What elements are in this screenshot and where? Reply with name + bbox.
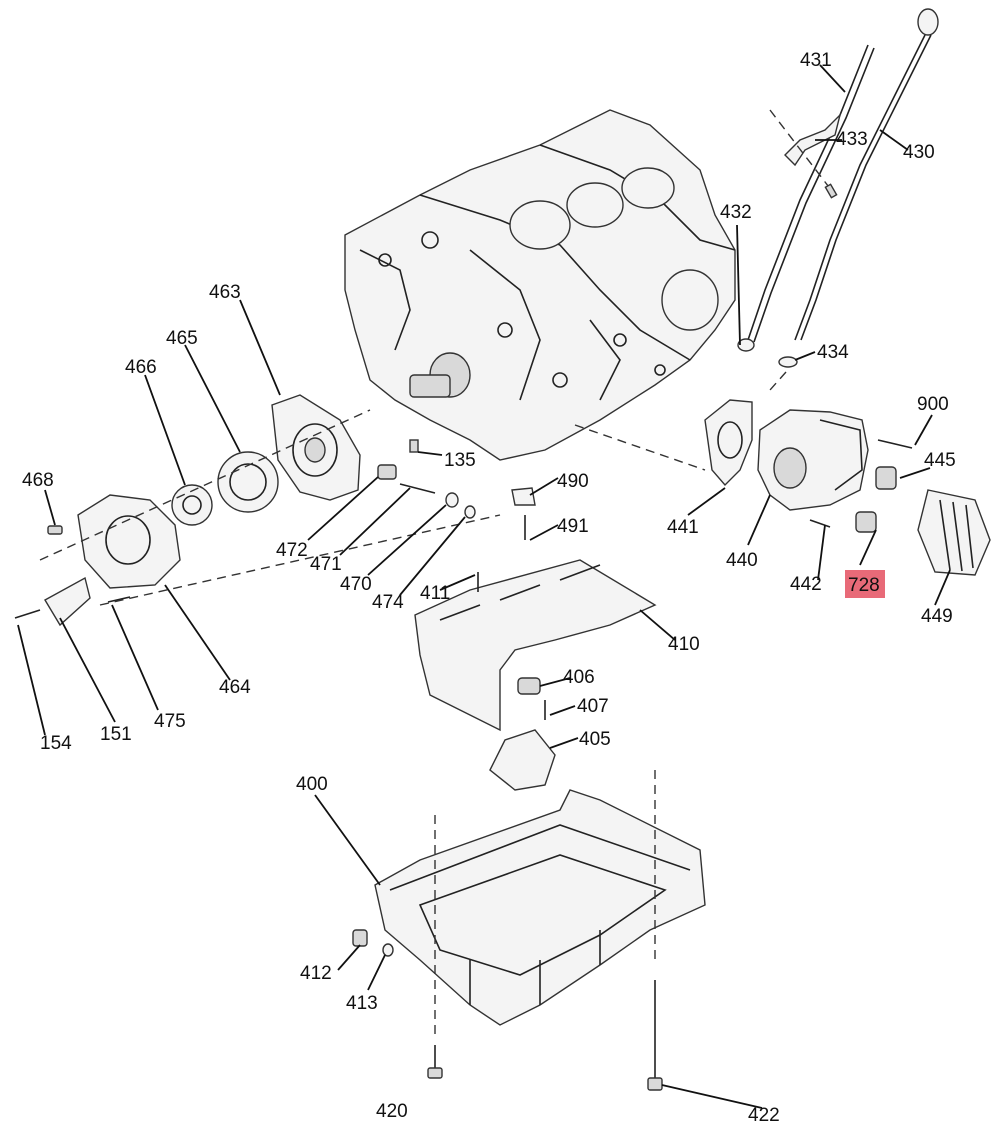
leader-lines: [17, 64, 951, 1109]
callout-430: 430: [903, 142, 935, 163]
callout-432: 432: [720, 202, 752, 223]
oil-pan: [352, 770, 706, 1091]
callout-490: 490: [557, 471, 589, 492]
engine-block: [344, 109, 736, 461]
callout-471: 471: [310, 554, 342, 575]
callout-491: 491: [557, 516, 589, 537]
callout-420: 420: [376, 1101, 408, 1122]
front-cover-assembly: [14, 394, 501, 627]
callout-151: 151: [100, 724, 132, 745]
highlight-728-box: [845, 570, 885, 598]
baffle-and-pump: [414, 487, 657, 791]
filter-adapter-assembly: [574, 399, 991, 576]
callout-410: 410: [668, 634, 700, 655]
callout-406: 406: [563, 667, 595, 688]
callout-434: 434: [817, 342, 849, 363]
callout-413: 413: [346, 993, 378, 1014]
callout-449: 449: [921, 606, 953, 627]
callout-474: 474: [372, 592, 404, 613]
callout-900: 900: [917, 394, 949, 415]
callout-135: 135: [444, 450, 476, 471]
callout-463: 463: [209, 282, 241, 303]
dipstick-assembly: [737, 8, 939, 391]
callout-405: 405: [579, 729, 611, 750]
callout-472: 472: [276, 540, 308, 561]
callout-422: 422: [748, 1105, 780, 1126]
callout-465: 465: [166, 328, 198, 349]
callout-433: 433: [836, 129, 868, 150]
callout-441: 441: [667, 517, 699, 538]
callout-728: 728: [848, 575, 880, 596]
callout-407: 407: [577, 696, 609, 717]
callout-431: 431: [800, 50, 832, 71]
callout-labels: 431 433 430 432 434 900 445 463 465 466 …: [22, 50, 956, 1126]
callout-440: 440: [726, 550, 758, 571]
callout-400: 400: [296, 774, 328, 795]
callout-411: 411: [420, 583, 450, 604]
callout-475: 475: [154, 711, 186, 732]
callout-468: 468: [22, 470, 54, 491]
callout-445: 445: [924, 450, 956, 471]
callout-464: 464: [219, 677, 251, 698]
callout-470: 470: [340, 574, 372, 595]
callout-442: 442: [790, 574, 822, 595]
callout-154: 154: [40, 733, 72, 754]
callout-412: 412: [300, 963, 332, 984]
callout-466: 466: [125, 357, 157, 378]
